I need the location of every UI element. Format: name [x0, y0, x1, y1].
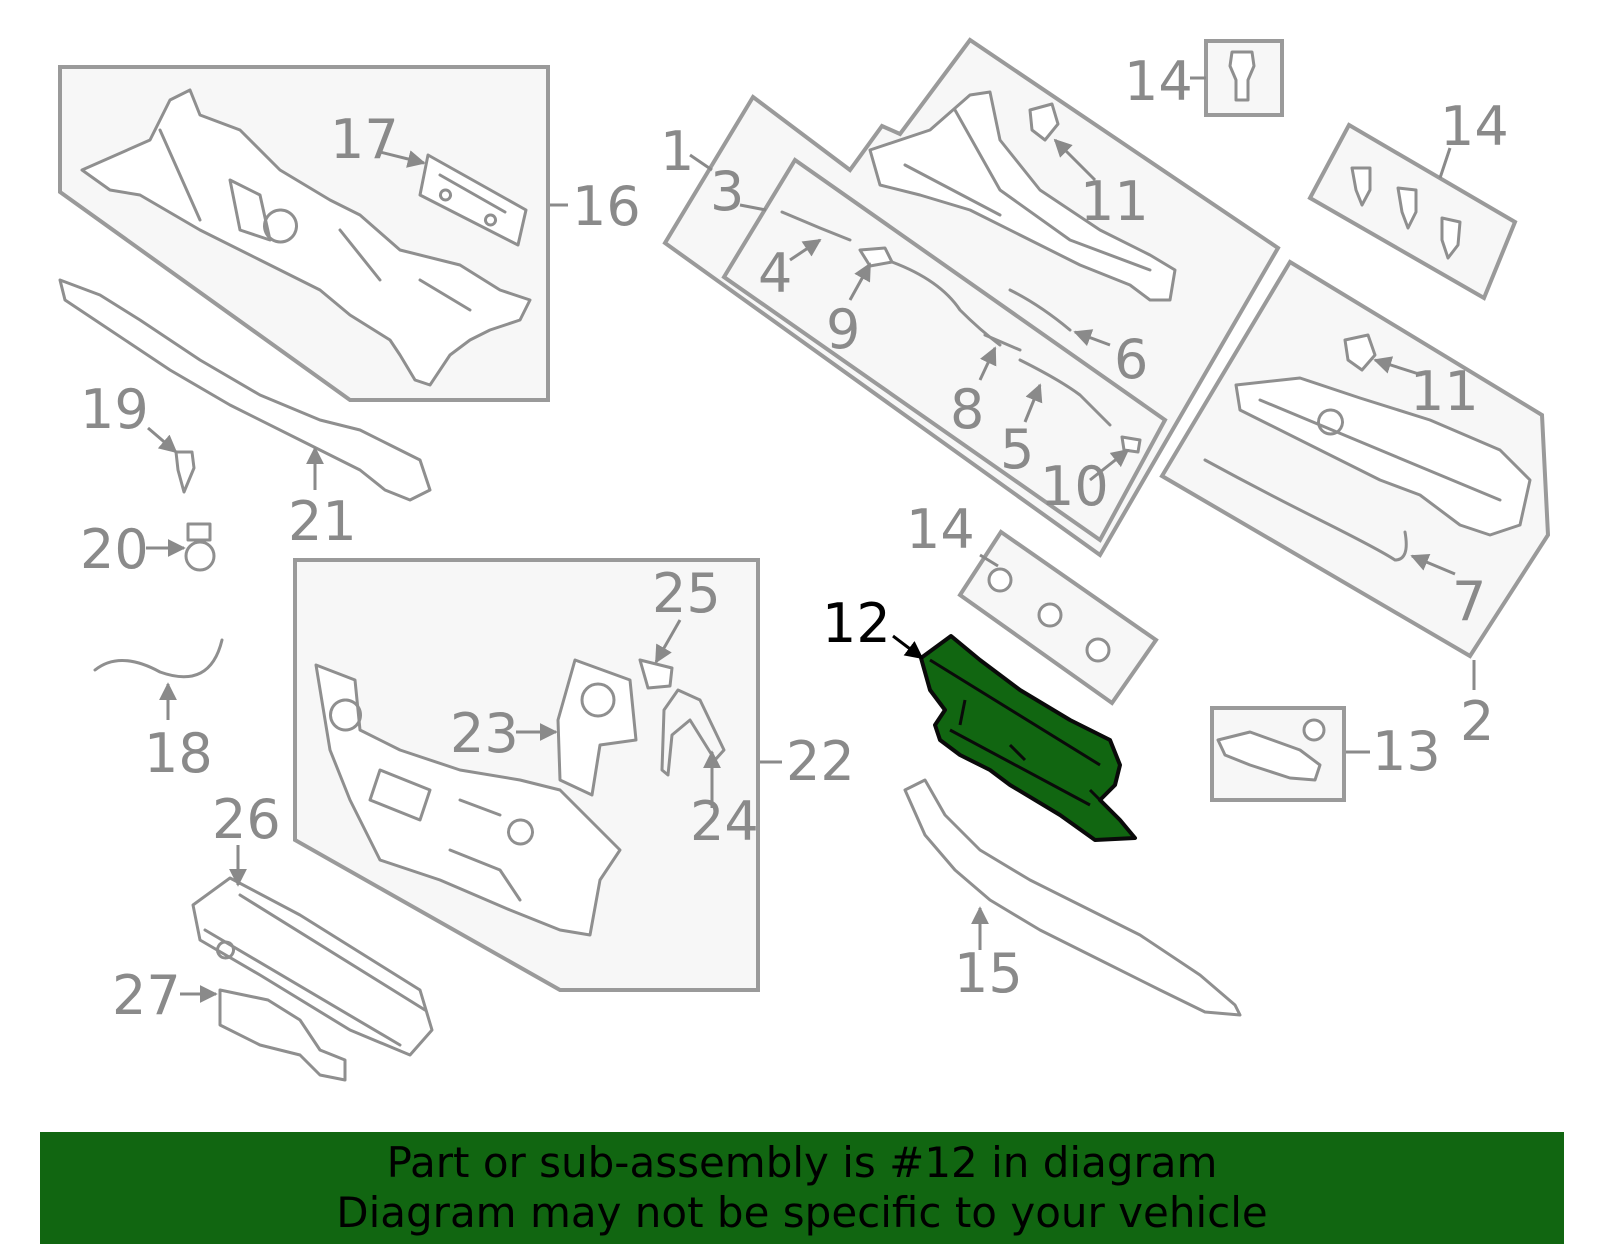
cowl-panel-upper-detail	[903, 108, 1152, 272]
clip-14-mid-1	[987, 567, 1013, 593]
callout-labels: 1 2 3 4 5 6 7 8 9 10 11 11 12 13 14 14 1…	[80, 50, 1509, 1027]
bracket-13	[1216, 730, 1322, 782]
callout-12[interactable]: 12	[822, 592, 891, 655]
bracket-25	[638, 658, 674, 690]
hose-7	[1203, 458, 1408, 562]
clip-14-right-2	[1396, 186, 1418, 230]
brace-24	[660, 688, 726, 777]
dash-panel-upper-detail	[158, 128, 472, 312]
callout-27: 27	[112, 964, 181, 1027]
callout-7: 7	[1452, 570, 1486, 633]
callout-11-top: 11	[1080, 170, 1149, 233]
callout-22: 22	[786, 730, 855, 793]
callout-23: 23	[450, 702, 519, 765]
cap-11-right	[1343, 333, 1377, 372]
bracket-23-hole	[580, 682, 616, 718]
callout-9: 9	[826, 298, 860, 361]
clip-14-mid-3	[1085, 637, 1111, 663]
group-box-3	[721, 157, 1168, 543]
clip-14-top	[1228, 50, 1256, 102]
callout-20: 20	[80, 518, 149, 581]
callout-13: 13	[1372, 720, 1441, 783]
cowl-panel-lower	[1234, 376, 1532, 537]
reinforcement-21	[58, 278, 432, 502]
dash-panel-lower	[314, 663, 622, 937]
callout-14-middle: 14	[906, 498, 975, 561]
callout-6: 6	[1114, 328, 1148, 391]
washer-hose-5	[1018, 358, 1112, 427]
callout-16: 16	[572, 175, 641, 238]
callout-1: 1	[660, 120, 694, 183]
hose-6	[1008, 288, 1072, 332]
callout-8: 8	[950, 378, 984, 441]
washer-hose-4	[780, 210, 852, 242]
grommet-20	[184, 540, 216, 572]
callout-11-right: 11	[1410, 360, 1479, 423]
clip-14-mid-2	[1037, 602, 1063, 628]
clip-14-right-1	[1350, 166, 1372, 207]
panel-15	[903, 778, 1242, 1017]
callout-21: 21	[288, 490, 357, 553]
callout-26: 26	[212, 788, 281, 851]
callout-2: 2	[1460, 690, 1494, 753]
clip-13	[1302, 718, 1326, 742]
callout-17: 17	[330, 108, 399, 171]
dash-panel-upper	[80, 88, 532, 387]
joint-8	[983, 333, 1022, 352]
dash-panel-lower-detail	[329, 698, 534, 902]
callout-10: 10	[1040, 455, 1109, 518]
leader-lines	[146, 76, 1476, 1003]
cap-11-top	[1028, 102, 1060, 142]
clip-10	[1120, 435, 1142, 454]
hose-18	[93, 638, 224, 679]
callout-3: 3	[710, 160, 744, 223]
callout-4: 4	[758, 242, 792, 305]
callout-19: 19	[80, 378, 149, 441]
callout-14-right: 14	[1440, 95, 1509, 158]
bracket-23	[556, 658, 638, 797]
info-banner: Part or sub-assembly is #12 in diagram D…	[40, 1132, 1564, 1244]
callout-24: 24	[690, 790, 759, 853]
callout-14-top: 14	[1124, 50, 1193, 113]
clip-19	[174, 450, 196, 494]
crossmember-26-detail	[203, 893, 427, 1047]
bracket-27	[218, 988, 347, 1082]
clip-14-right-3	[1440, 216, 1462, 260]
callout-25: 25	[652, 562, 721, 625]
highlighted-part-12-detail	[929, 658, 1102, 807]
banner-line-2: Diagram may not be specific to your vehi…	[336, 1188, 1268, 1237]
callout-18: 18	[144, 722, 213, 785]
callout-15: 15	[954, 942, 1023, 1005]
banner-line-1: Part or sub-assembly is #12 in diagram	[386, 1138, 1218, 1187]
cowl-panel-upper	[868, 90, 1177, 302]
cowl-panel-lower-detail	[1258, 398, 1502, 502]
callout-5: 5	[1000, 418, 1034, 481]
grommet-20-top	[186, 522, 212, 542]
bracket-17-detail	[438, 173, 507, 227]
